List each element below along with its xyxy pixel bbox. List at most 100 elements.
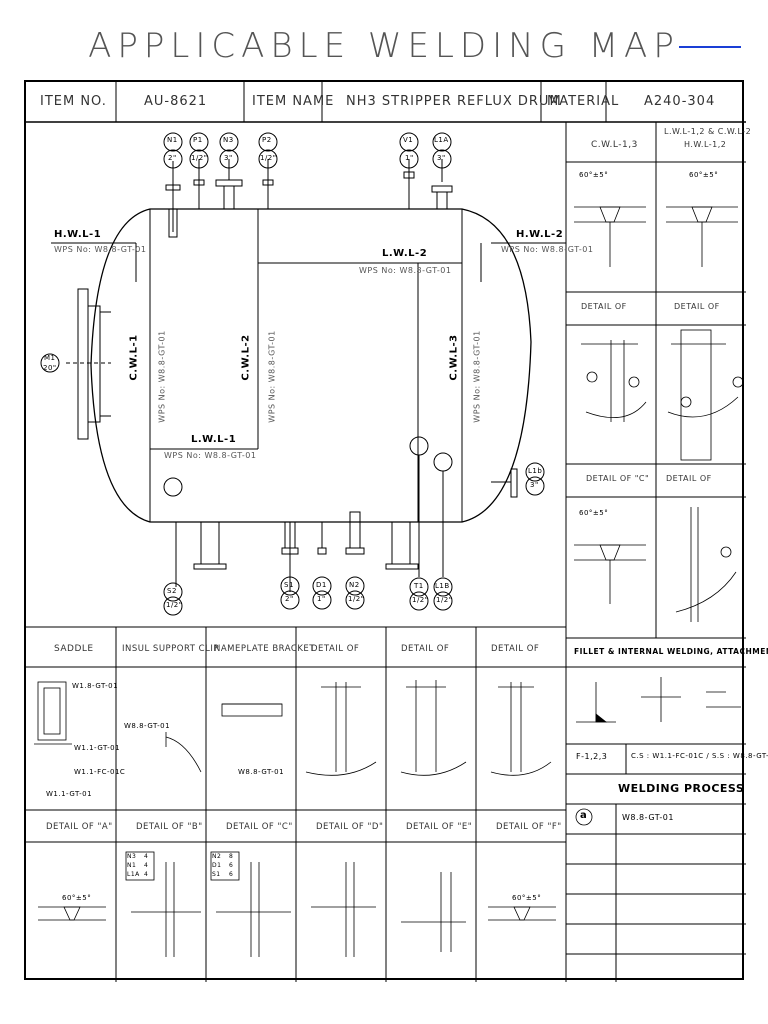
nozzle-size-n2: 1/2" [348,595,365,603]
welding-process-value: W8.8-GT-01 [622,813,674,822]
nozzle-tag-p2: P2 [262,136,272,144]
nozzle-tag-l1a: L1A [434,136,449,144]
manhole-tag: M1 [44,354,56,362]
nozzle-size-s1: 2" [285,595,294,603]
header-nameplate: NAMEPLATE BRACKET [214,644,315,654]
welding-process-marker: a [580,810,588,821]
table-b-r1c2: 4 [144,853,149,860]
fillet-f: F-1,2,3 [576,752,608,761]
saddle-label-3: W1.1-FC-01C [74,768,126,776]
material-value: A240-304 [644,94,716,109]
page-title: APPLICABLE WELDING MAP [88,26,680,66]
table-c-r3c1: S1 [212,871,221,878]
nozzle-tag-s1: S1 [284,581,294,589]
detail-b-header: DETAIL OF "B" [136,822,203,832]
detail-header-1: DETAIL OF [581,302,627,311]
table-c-r3c2: 6 [229,871,234,878]
welding-process-title: WELDING PROCESS [618,782,745,795]
lwl-1-wps: WPS No: W8.8-GT-01 [164,451,257,460]
clip-label: W8.8-GT-01 [124,722,171,730]
nozzle-tag-n1: N1 [167,136,178,144]
table-b-r3c1: L1A [127,871,140,878]
nozzle-size-n3: 3" [224,154,233,162]
header-detail-6: DETAIL OF [491,644,540,654]
lwl-2-wps: WPS No: W8.8-GT-01 [359,266,452,275]
table-c-r1c2: 8 [229,853,234,860]
saddle-label-4: W1.1-GT-01 [46,790,93,798]
lwl-header-line2: H.W.L-1,2 [684,140,727,149]
fillet-title: FILLET & INTERNAL WELDING, ATTACHMENT PA… [574,647,768,656]
saddle-label-2: W1.1-GT-01 [74,744,121,752]
title-link[interactable] [679,46,741,48]
nozzle-tag-l1b: L1B [435,582,450,590]
detail-a-angle: 60°±5° [62,894,92,902]
nozzle-tag-v1: V1 [403,136,414,144]
header-insul-clip: INSUL SUPPORT CLIP [122,644,219,654]
hwl-right-wps: WPS No: W8.8-GT-01 [501,245,594,254]
weld-angle-2: 60°±5° [689,171,719,179]
cwl-2-wps: WPS No: W8.8-GT-01 [267,330,277,423]
lwl-2-label: L.W.L-2 [382,248,428,259]
cwl-1-label: C.W.L-1 [128,334,140,381]
material-label: MATERIAL [547,94,620,109]
cwl-3-wps: WPS No: W8.8-GT-01 [472,330,482,423]
table-b-r1c1: N3 [127,853,137,860]
side-nozzle-tag: L1b [528,467,543,475]
nameplate-label: W8.8-GT-01 [238,768,285,776]
side-nozzle-size: 3" [530,481,539,489]
lwl-1-label: L.W.L-1 [191,434,237,445]
item-no-value: AU-8621 [144,94,208,109]
cwl-13-header: C.W.L-1,3 [591,140,638,150]
header-saddle: SADDLE [54,644,94,654]
table-c-r1c1: N2 [212,853,222,860]
saddle-label-1: W1.8-GT-01 [72,682,119,690]
weld-angle-1: 60°±5° [579,171,609,179]
detail-header-3: DETAIL OF [666,474,712,483]
table-b-r3c2: 4 [144,871,149,878]
table-b-r2c2: 4 [144,862,149,869]
cwl-2-label: C.W.L-2 [240,334,252,381]
nozzle-tag-n2: N2 [349,581,360,589]
nozzle-size-l1b: 1/2" [436,596,453,604]
detail-c-bottom-header: DETAIL OF "C" [226,822,293,832]
detail-d-header: DETAIL OF "D" [316,822,384,832]
drawing-lines [26,82,746,982]
nozzle-tag-t1: T1 [414,582,424,590]
detail-a-header: DETAIL OF "A" [46,822,113,832]
drawing-sheet: ITEM NO. AU-8621 ITEM NAME NH3 STRIPPER … [24,80,768,982]
nozzle-size-d1: 1" [317,595,326,603]
detail-f-angle: 60°±5° [512,894,542,902]
item-name-value: NH3 STRIPPER REFLUX DRUM [346,94,562,109]
nozzle-size-n1: 2" [168,154,177,162]
weld-angle-3: 60°±5° [579,509,609,517]
nozzle-size-p2: 1/2" [260,154,277,162]
item-no-label: ITEM NO. [40,94,107,109]
cwl-3-label: C.W.L-3 [448,334,460,381]
nozzle-tag-p1: P1 [193,136,203,144]
nozzle-size-t1: 1/2" [412,596,429,604]
table-c-r2c1: D1 [212,862,222,869]
lwl-header-line1: L.W.L-1,2 & C.W.L-2 [664,127,752,136]
detail-c-header: DETAIL OF "C" [586,474,650,483]
item-name-label: ITEM NAME [252,94,335,109]
table-c-r2c2: 6 [229,862,234,869]
detail-f-header: DETAIL OF "F" [496,822,562,832]
hwl-left-wps: WPS No: W8.8-GT-01 [54,245,147,254]
header-detail-4: DETAIL OF [311,644,360,654]
fillet-wps: C.S : W1.1-FC-01C / S.S : W8.8-GT-01 [631,752,768,760]
hwl-left-label: H.W.L-1 [54,229,102,240]
hwl-right-label: H.W.L-2 [516,229,564,240]
nozzle-tag-d1: D1 [316,581,327,589]
detail-e-header: DETAIL OF "E" [406,822,473,832]
cwl-1-wps: WPS No: W8.8-GT-01 [157,330,167,423]
nozzle-tag-n3: N3 [223,136,234,144]
nozzle-size-v1: 1" [405,154,414,162]
header-detail-5: DETAIL OF [401,644,450,654]
nozzle-size-l1a: 3" [437,154,446,162]
nozzle-size-p1: 1/2" [191,154,208,162]
nozzle-size-s2: 1/2" [166,601,183,609]
nozzle-tag-s2: S2 [167,587,177,595]
detail-header-2: DETAIL OF [674,302,720,311]
table-b-r2c1: N1 [127,862,137,869]
manhole-size: 20" [43,364,57,372]
